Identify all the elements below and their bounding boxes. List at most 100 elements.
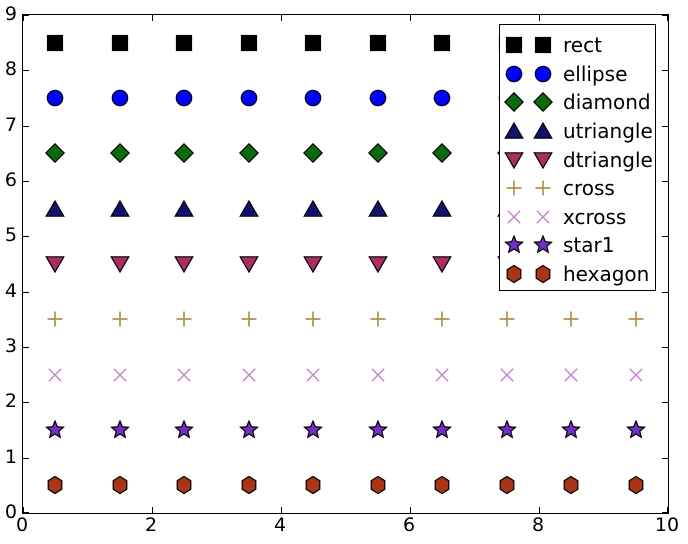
marker-ellipse [369, 89, 387, 107]
marker-rect [111, 34, 128, 51]
y-tick [662, 402, 668, 403]
marker-star1 [303, 420, 324, 439]
x-tick [23, 507, 24, 513]
marker-xcross [564, 367, 578, 382]
marker-ellipse [175, 89, 193, 107]
marker-rect [369, 34, 386, 51]
legend-label: dtriangle [563, 147, 653, 172]
y-tick [662, 236, 668, 237]
xcross-marker-icon [536, 210, 550, 224]
y-tick [23, 236, 29, 237]
marker-cross [241, 311, 257, 327]
y-tick [23, 347, 29, 348]
marker-utriangle [109, 199, 130, 217]
marker-diamond [238, 143, 259, 164]
marker-star1 [496, 420, 517, 439]
marker-dtriangle [109, 256, 130, 274]
marker-cross [628, 311, 644, 327]
x-tick-label: 8 [531, 514, 545, 536]
legend-label: cross [563, 176, 615, 201]
x-tick [152, 15, 153, 21]
y-tick [23, 458, 29, 459]
marker-star1 [625, 420, 646, 439]
y-tick-label: 1 [4, 445, 17, 468]
rect-marker-icon [505, 37, 523, 54]
legend-label: utriangle [563, 119, 653, 144]
marker-diamond [432, 143, 453, 164]
marker-star1 [238, 420, 259, 439]
hexagon-marker-icon [535, 264, 551, 284]
y-tick [23, 15, 29, 16]
star1-marker-icon [533, 235, 553, 255]
marker-star1 [561, 420, 582, 439]
marker-dtriangle [174, 256, 195, 274]
x-tick-label: 0 [15, 514, 29, 536]
legend-label: xcross [563, 204, 627, 229]
marker-diamond [109, 143, 130, 164]
marker-hexagon [499, 476, 515, 495]
marker-diamond [303, 143, 324, 164]
x-tick [23, 15, 24, 21]
marker-rect [176, 34, 193, 51]
legend-entry-star1: star1 [500, 231, 655, 260]
dtriangle-marker-icon [533, 151, 553, 169]
marker-xcross [306, 367, 320, 382]
marker-xcross [435, 367, 449, 382]
cross-marker-icon [506, 180, 522, 196]
marker-ellipse [111, 89, 129, 107]
marker-utriangle [238, 199, 259, 217]
marker-dtriangle [303, 256, 324, 274]
marker-rect [305, 34, 322, 51]
x-tick [410, 15, 411, 21]
utriangle-marker-icon [533, 121, 553, 139]
x-tick [281, 15, 282, 21]
legend-entry-diamond: diamond [500, 88, 655, 117]
marker-xcross [629, 367, 643, 382]
marker-cross [176, 311, 192, 327]
marker-hexagon [434, 476, 450, 495]
y-tick [23, 126, 29, 127]
x-tick [152, 507, 153, 513]
y-tick-label: 2 [4, 390, 17, 413]
x-tick [539, 507, 540, 513]
dtriangle-marker-icon [504, 151, 524, 169]
marker-utriangle [367, 199, 388, 217]
marker-cross [305, 311, 321, 327]
marker-diamond [174, 143, 195, 164]
marker-ellipse [433, 89, 451, 107]
x-tick [539, 15, 540, 21]
marker-utriangle [303, 199, 324, 217]
marker-star1 [174, 420, 195, 439]
cross-marker-icon [535, 180, 551, 196]
marker-star1 [432, 420, 453, 439]
marker-xcross [371, 367, 385, 382]
y-tick [23, 70, 29, 71]
marker-dtriangle [432, 256, 453, 274]
x-tick-label: 10 [654, 514, 680, 536]
marker-rect [240, 34, 257, 51]
marker-utriangle [45, 199, 66, 217]
y-tick [662, 181, 668, 182]
marker-xcross [177, 367, 191, 382]
marker-hexagon [241, 476, 257, 495]
marker-rect [47, 34, 64, 51]
y-tick [23, 512, 29, 513]
marker-ellipse [46, 89, 64, 107]
x-tick-label: 4 [273, 514, 287, 536]
x-tick-label: 2 [144, 514, 158, 536]
marker-cross [112, 311, 128, 327]
ellipse-marker-icon [534, 65, 552, 83]
y-tick [662, 15, 668, 16]
marker-rect [434, 34, 451, 51]
marker-ellipse [304, 89, 322, 107]
y-tick-label: 5 [4, 224, 17, 247]
legend-label: ellipse [563, 61, 628, 86]
legend-entry-xcross: xcross [500, 203, 655, 232]
marker-cross [499, 311, 515, 327]
marker-hexagon [47, 476, 63, 495]
utriangle-marker-icon [504, 121, 524, 139]
marker-xcross [242, 367, 256, 382]
marker-cross [434, 311, 450, 327]
